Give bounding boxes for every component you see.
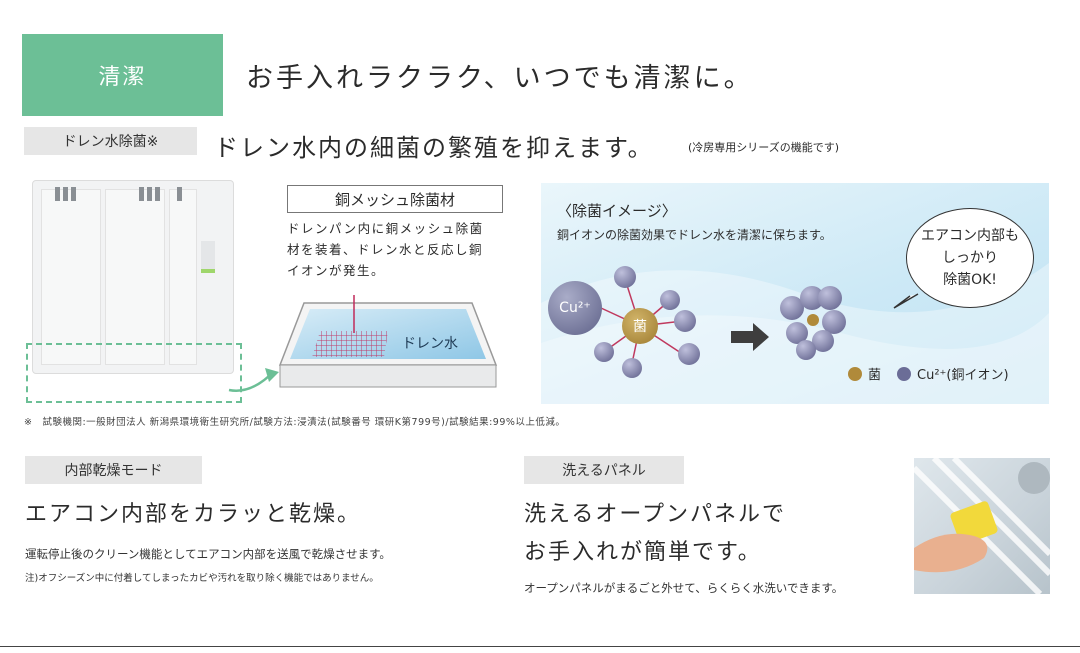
copper-ion-label: Cu²⁺ — [559, 300, 591, 316]
bacteria-label: 菌 — [633, 319, 647, 335]
ion-icon — [786, 322, 808, 344]
drain-label: ドレン水除菌※ — [24, 127, 197, 155]
bubble-line: しっかり — [942, 250, 998, 266]
drying-headline: エアコン内部をカラッと乾燥。 — [25, 502, 362, 527]
bacteria-core-icon — [807, 314, 819, 326]
mesh-desc-line: イオンが発生。 — [287, 263, 386, 278]
image-description: 銅イオンの除菌効果でドレン水を清潔に保ちます。 — [557, 228, 832, 242]
ion-icon — [614, 266, 636, 288]
ion-icon — [594, 342, 614, 362]
bacteria-icon: 菌 — [622, 308, 658, 344]
ion-icon — [622, 358, 642, 378]
bubble-line: エアコン内部も — [921, 228, 1019, 244]
mesh-description: ドレンパン内に銅メッシュ除菌 材を装着、ドレン水と反応し銅 イオンが発生。 — [287, 218, 505, 281]
vent-icon — [177, 187, 182, 201]
legend: 菌 Cu²⁺(銅イオン) — [848, 364, 1009, 383]
ion-icon — [674, 310, 696, 332]
indicator-light-icon — [201, 269, 215, 273]
drain-headline: ドレン水内の細菌の繁殖を抑えます。 — [214, 134, 654, 162]
control-panel-icon — [201, 241, 215, 271]
panel-description: オープンパネルがまるごと外せて、らくらく水洗いできます。 — [524, 581, 844, 595]
bacteria-dot-icon — [848, 366, 862, 381]
ion-icon — [818, 286, 842, 310]
drying-label: 内部乾燥モード — [25, 456, 202, 484]
bottom-divider — [0, 646, 1080, 647]
page-headline: お手入れラクラク、いつでも清潔に。 — [246, 63, 754, 94]
vent-icon — [63, 187, 68, 201]
bubble-line: 除菌OK! — [943, 272, 997, 288]
mesh-title: 銅メッシュ除菌材 — [287, 185, 503, 213]
bubble-tail-icon — [893, 293, 919, 309]
section-tab-label: 清潔 — [98, 65, 147, 90]
mesh-desc-line: ドレンパン内に銅メッシュ除菌 — [287, 221, 484, 236]
drying-description: 運転停止後のクリーン機能としてエアコン内部を送風で乾燥させます。 — [25, 547, 391, 561]
legend-ion: Cu²⁺(銅イオン) — [917, 368, 1009, 383]
ion-icon — [812, 330, 834, 352]
washing-panel-photo — [914, 458, 1050, 594]
drain-pan-illustration — [278, 295, 498, 388]
panel-headline: 洗えるオープンパネルで お手入れが簡単です。 — [524, 496, 786, 572]
section-tab-cleanliness: 清潔 — [22, 34, 223, 116]
ac-panel-middle — [105, 189, 165, 365]
vent-icon — [155, 187, 160, 201]
vent-icon — [71, 187, 76, 201]
ion-icon — [678, 343, 700, 365]
mesh-desc-line: 材を装着、ドレン水と反応し銅 — [287, 242, 484, 257]
washing-photo-illustration — [914, 458, 1050, 594]
test-footnote: ※ 試験機関:一般財団法人 新潟県環境衛生研究所/試験方法:浸漬法(試験番号 環… — [24, 417, 566, 428]
speech-bubble: エアコン内部も しっかり 除菌OK! — [906, 208, 1034, 308]
ion-icon — [660, 290, 680, 310]
panel-headline-line: 洗えるオープンパネルで — [524, 502, 787, 527]
legend-bacteria: 菌 — [868, 368, 882, 383]
ac-panel-left — [41, 189, 101, 365]
copper-ion-icon: Cu²⁺ — [548, 281, 602, 335]
ac-panel-right — [169, 189, 197, 365]
panel-headline-line: お手入れが簡単です。 — [524, 540, 762, 565]
ion-icon — [796, 340, 816, 360]
ion-dot-icon — [897, 366, 912, 381]
drain-water-label: ドレン水 — [402, 336, 458, 352]
image-title: 〈除菌イメージ〉 — [557, 202, 677, 220]
vent-icon — [139, 187, 144, 201]
arrow-icon — [228, 368, 279, 392]
drying-note: 注)オフシーズン中に付着してしまったカビや汚れを取り除く機能ではありません。 — [25, 573, 379, 584]
air-conditioner-illustration — [32, 180, 234, 374]
vent-icon — [147, 187, 152, 201]
panel-label: 洗えるパネル — [524, 456, 684, 484]
drain-note: (冷房専用シリーズの機能です) — [688, 141, 840, 154]
vent-icon — [55, 187, 60, 201]
drain-pan-highlight — [26, 343, 242, 403]
